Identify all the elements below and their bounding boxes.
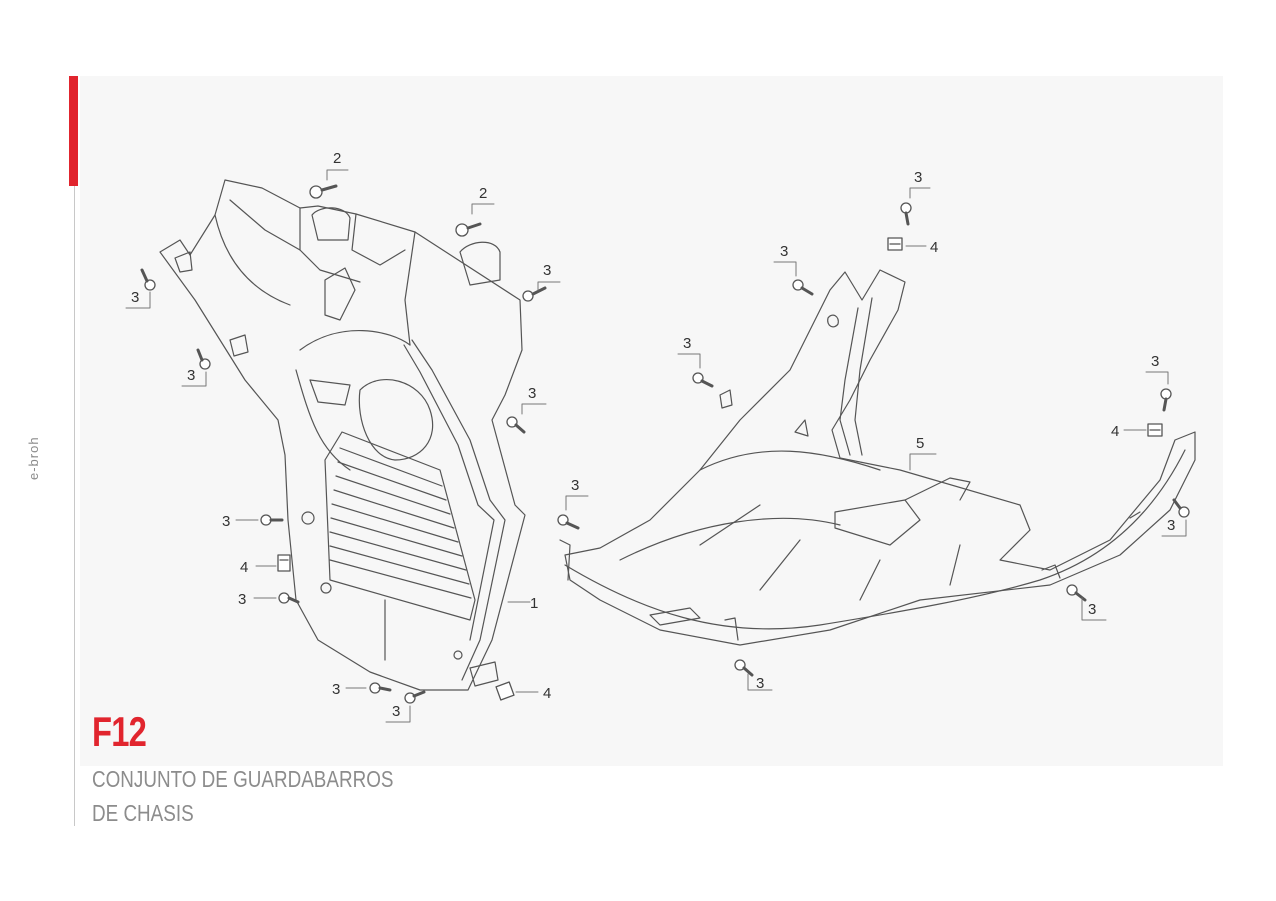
- callout-4: 4: [543, 685, 551, 702]
- callout-2: 2: [479, 185, 487, 202]
- callout-4: 4: [240, 559, 248, 576]
- screw-icon: [692, 372, 714, 388]
- callout-3: 3: [131, 289, 139, 306]
- fasteners: [140, 184, 1190, 704]
- bolt-icon: [309, 184, 338, 199]
- screw-icon: [1160, 388, 1172, 412]
- fender-grille: [324, 431, 476, 621]
- callout-labels: 2 2 3 3 3 3 3 4 3 1 3 3 4 3 4 3 3 3 5 3 …: [131, 150, 1175, 720]
- divider-line: [74, 186, 75, 826]
- diagram-title: CONJUNTO DE GUARDABARROS DE CHASIS: [92, 762, 420, 830]
- clip-nut-icon: [277, 554, 291, 572]
- screw-icon: [369, 682, 392, 694]
- callout-3: 3: [332, 681, 340, 698]
- callout-3: 3: [392, 703, 400, 720]
- floor-panel-part: [559, 269, 1196, 646]
- screw-icon: [1172, 498, 1190, 518]
- callout-3: 3: [780, 243, 788, 260]
- callout-4: 4: [930, 239, 938, 256]
- callout-1: 1: [530, 595, 538, 612]
- callout-3: 3: [1088, 601, 1096, 618]
- screw-icon: [557, 514, 580, 530]
- screw-icon: [196, 348, 211, 370]
- callout-3: 3: [543, 262, 551, 279]
- clip-nut-icon: [495, 681, 515, 701]
- screw-icon: [734, 659, 754, 677]
- screw-icon: [506, 416, 526, 434]
- title-line-2: DE CHASIS: [92, 800, 194, 826]
- callout-3: 3: [571, 477, 579, 494]
- screw-icon: [522, 286, 547, 302]
- callout-4: 4: [1111, 423, 1119, 440]
- callout-3: 3: [1167, 517, 1175, 534]
- callout-3: 3: [528, 385, 536, 402]
- callout-2: 2: [333, 150, 341, 167]
- screw-icon: [900, 202, 912, 226]
- callout-3: 3: [238, 591, 246, 608]
- bolt-icon: [455, 222, 482, 237]
- screw-icon: [792, 279, 814, 296]
- leader-lines: [125, 169, 1187, 723]
- callout-3: 3: [1151, 353, 1159, 370]
- screw-icon: [1066, 584, 1087, 602]
- title-line-1: CONJUNTO DE GUARDABARROS: [92, 766, 394, 792]
- callout-3: 3: [683, 335, 691, 352]
- diagram-code: F12: [92, 708, 147, 755]
- callout-5: 5: [916, 435, 924, 452]
- screw-icon: [140, 268, 156, 291]
- screw-icon: [260, 514, 284, 526]
- accent-bar: [69, 76, 78, 186]
- front-fender-part: [159, 179, 526, 691]
- screw-icon: [404, 690, 426, 704]
- callout-3: 3: [187, 367, 195, 384]
- clip-nut-icon: [887, 237, 903, 251]
- screw-icon: [278, 592, 300, 604]
- callout-3: 3: [756, 675, 764, 692]
- callout-3: 3: [914, 169, 922, 186]
- callout-3: 3: [222, 513, 230, 530]
- clip-nut-icon: [1147, 423, 1163, 437]
- diagram-panel: [80, 76, 1223, 766]
